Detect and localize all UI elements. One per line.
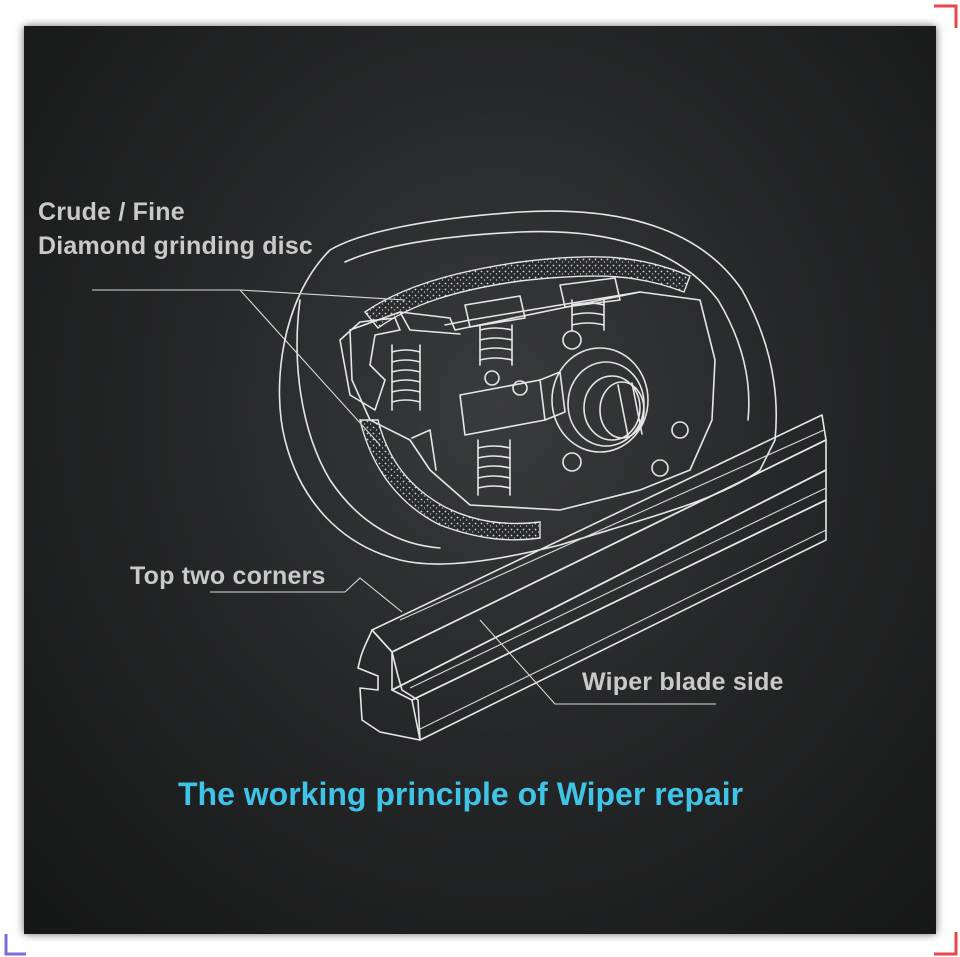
leader-lines [92,289,716,705]
label-blade-side: Wiper blade side [582,668,784,696]
wiper-blade [357,414,827,741]
spring-right [571,299,605,331]
spring-left [391,344,421,411]
spring-bottom [477,439,511,496]
label-grinding-disc-line2: Diamond grinding disc [38,232,314,260]
adjustment-screw [551,347,649,453]
grinding-disc [359,256,691,541]
label-top-corners: Top two corners [130,562,326,590]
spring-middle [479,324,513,366]
diagram-panel: Crude / Fine Diamond grinding disc Top t… [24,26,936,934]
label-grinding-disc-line1: Crude / Fine [38,198,185,226]
diagram-caption: The working principle of Wiper repair [178,776,744,812]
wiper-repair-diagram [92,210,827,741]
mechanism [339,277,716,511]
